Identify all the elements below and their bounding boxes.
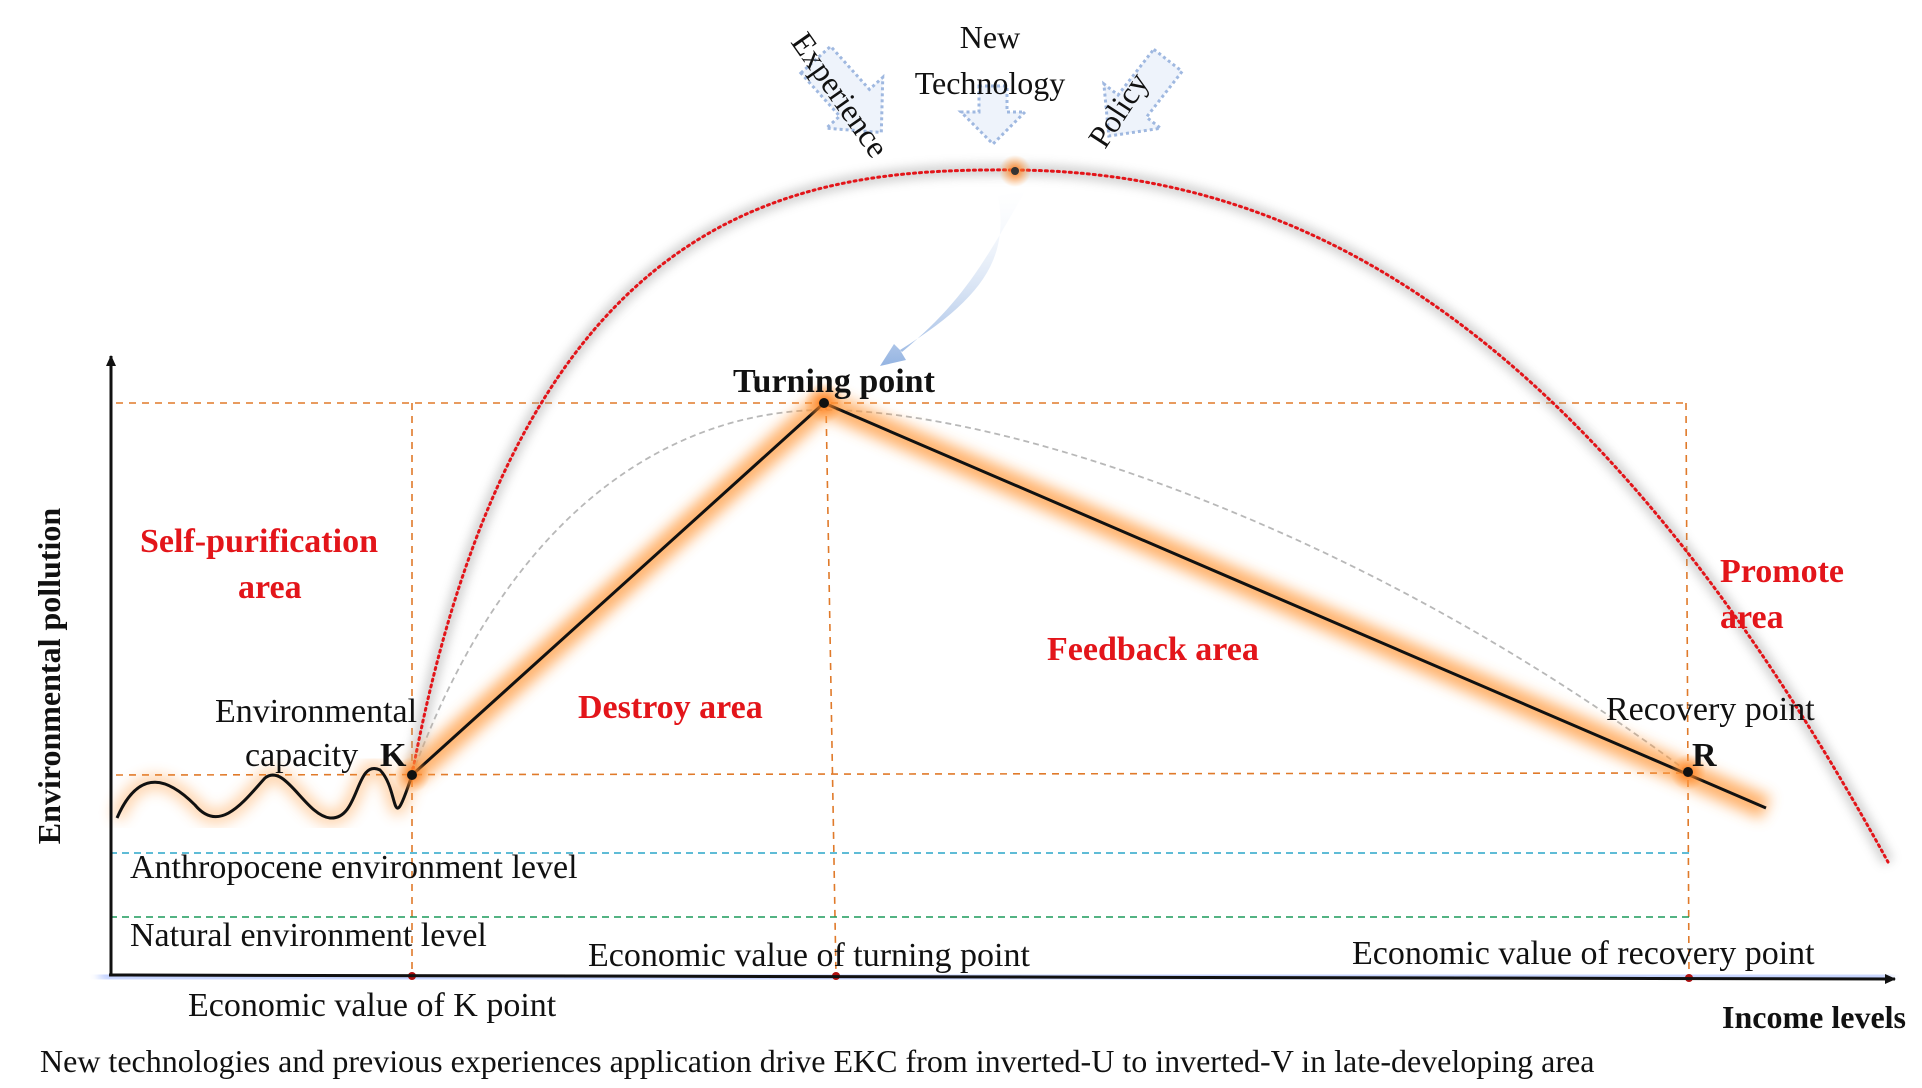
turning-point-label: Turning point [733,363,936,400]
shift-arrow [880,190,1026,366]
k-point-dot [407,770,417,780]
new-technology-label-line2: Technology [915,65,1066,101]
promote-area-label-line2: area [1720,599,1784,636]
policy-arrow-icon [1102,47,1185,138]
turning-point-dot [819,398,829,408]
capacity-label-line2: capacity [245,737,358,774]
x-axis-label: Income levels [1722,999,1906,1035]
point-markers [394,155,1706,982]
k-point-letter: K [380,737,407,774]
recovery-point-label: Recovery point [1606,691,1815,728]
self-purification-label-line1: Self-purification [140,523,378,560]
capacity-label-line1: Environmental [215,693,417,730]
recovery-point-dot [1683,767,1693,777]
new-technology-arrow-icon [957,84,1029,147]
turning-economic-value-label: Economic value of turning point [588,937,1030,974]
peak-u-dot [1011,167,1019,175]
feedback-area-label: Feedback area [1047,631,1259,668]
recovery-vertical-guide [1685,402,1690,976]
guide-lines [110,402,1690,976]
r-point-letter: R [1692,737,1717,774]
k-economic-value-label: Economic value of K point [188,987,557,1024]
self-purification-wave [110,761,419,825]
caption: New technologies and previous experience… [40,1043,1594,1079]
turning-vertical-guide [825,402,837,976]
promote-area-label-line1: Promote [1720,553,1844,590]
original-ekc-curve [411,409,1689,776]
inverted-v-curve [403,391,1771,820]
anthropocene-level-label: Anthropocene environment level [130,849,578,886]
natural-level-label: Natural environment level [130,917,487,954]
recovery-economic-value-label: Economic value of recovery point [1352,935,1815,972]
y-axis-label: Environmental pollution [31,508,67,845]
new-technology-label-line1: New [960,19,1020,55]
destroy-area-label: Destroy area [578,689,763,726]
self-purification-label-line2: area [238,569,302,606]
x-axis [108,973,1896,984]
experience-arrow-icon [798,44,885,135]
axes [106,355,1896,984]
influence-arrows [798,44,1185,147]
